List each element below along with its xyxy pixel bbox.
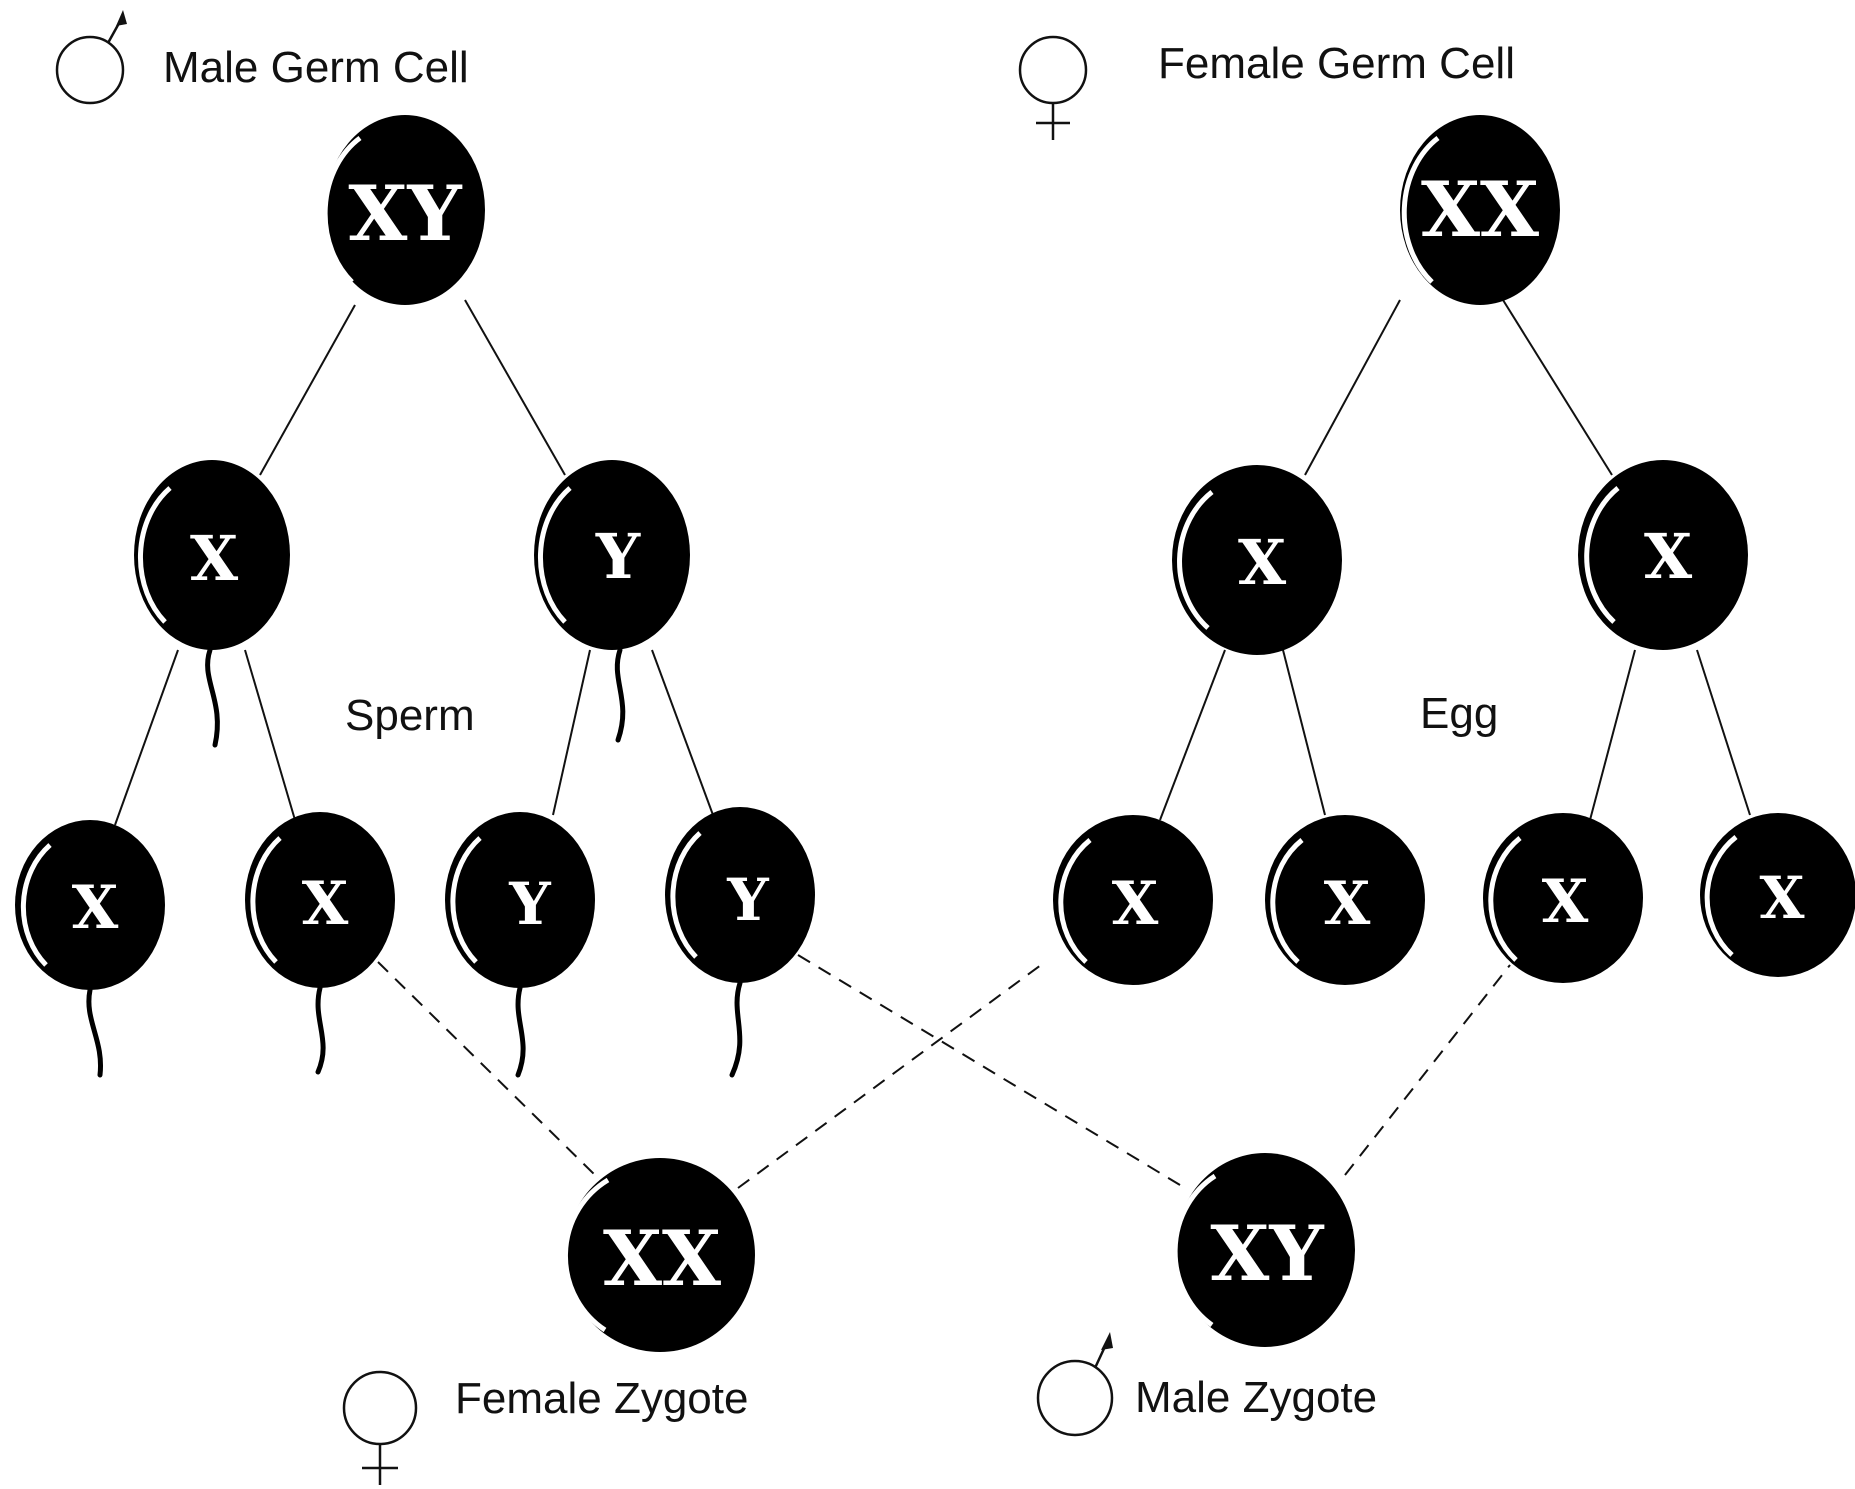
- male-mid-2-chromosome: Y: [595, 520, 641, 593]
- egg-cell-3: X: [1483, 813, 1643, 983]
- sperm-4-chromosome: Y: [726, 866, 769, 934]
- female-mid-cell-1: X: [1172, 465, 1342, 655]
- male-zygote-label: Male Zygote: [1135, 1373, 1377, 1422]
- female-mid-cell-2: X: [1578, 460, 1748, 650]
- male-mid-cell-2: Y: [534, 460, 690, 743]
- male-germ-cell: XY: [322, 115, 485, 305]
- sperm-cell-4: Y: [665, 807, 815, 1078]
- egg-cell-2: X: [1265, 815, 1425, 985]
- male-zygote-symbol-icon: [1036, 1332, 1114, 1437]
- female-germ-cell: XX: [1400, 115, 1560, 305]
- sperm-3-chromosome: Y: [508, 870, 551, 938]
- sperm-cell-3: Y: [445, 812, 595, 1078]
- sperm-label: Sperm: [345, 691, 475, 740]
- egg-1-chromosome: X: [1112, 869, 1159, 939]
- male-symbol-icon: [55, 10, 127, 105]
- sperm-cell-2: X: [245, 812, 395, 1075]
- sperm-cell-1: X: [15, 820, 165, 1078]
- female-symbol-icon: [1018, 35, 1088, 140]
- male-germ-chromosomes: XY: [348, 169, 462, 258]
- lineage-lines: [114, 299, 1751, 826]
- female-mid-1-chromosome: X: [1238, 526, 1287, 599]
- egg-4-chromosome: X: [1759, 864, 1804, 932]
- male-zygote-cell: XY: [1172, 1153, 1355, 1347]
- egg-3-chromosome: X: [1542, 867, 1589, 937]
- male-zygote-chromosomes: XY: [1210, 1209, 1324, 1298]
- fertilization-lines: [377, 954, 1511, 1189]
- female-zygote-cell: XX: [562, 1158, 755, 1352]
- male-mid-1-chromosome: X: [190, 522, 239, 595]
- egg-cell-1: X: [1053, 815, 1213, 985]
- female-zygote-symbol-icon: [342, 1370, 418, 1485]
- female-zygote-chromosomes: XX: [603, 1214, 721, 1303]
- male-mid-cell-1: X: [134, 460, 290, 748]
- female-germ-cell-label: Female Germ Cell: [1158, 39, 1515, 88]
- female-mid-2-chromosome: X: [1644, 520, 1693, 593]
- sperm-1-chromosome: X: [72, 873, 119, 943]
- female-germ-chromosomes: XX: [1421, 165, 1539, 254]
- egg-label: Egg: [1420, 689, 1498, 738]
- egg-2-chromosome: X: [1324, 869, 1371, 939]
- female-zygote-label: Female Zygote: [455, 1374, 748, 1423]
- sperm-2-chromosome: X: [302, 869, 349, 939]
- male-germ-cell-label: Male Germ Cell: [163, 43, 469, 92]
- egg-cell-4: X: [1700, 813, 1855, 977]
